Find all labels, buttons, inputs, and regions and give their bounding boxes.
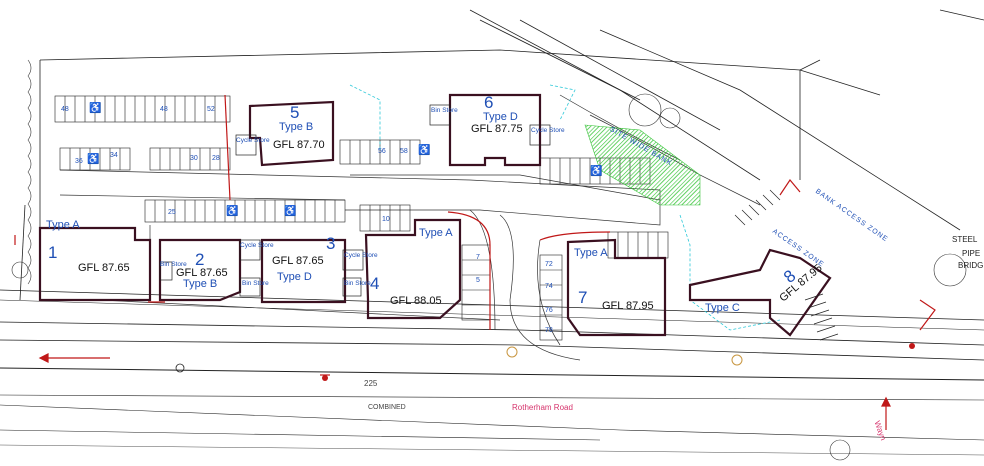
accessible-parking-icon: ♿ xyxy=(284,206,297,217)
accessible-parking-icon: ♿ xyxy=(418,145,431,156)
pipe-label: PIPE xyxy=(962,249,981,258)
plot-4-gfl: GFL 88.05 xyxy=(390,295,442,307)
bay-number: 48 xyxy=(61,106,69,113)
building-plot-6 xyxy=(448,93,542,167)
bin-store-label: Bin Store xyxy=(431,107,458,114)
building-plot-5 xyxy=(248,100,335,167)
bay-number: 10 xyxy=(382,216,390,223)
building-plot-7 xyxy=(566,238,667,337)
plot-5-type: Type B xyxy=(279,121,314,133)
plot-3-number: 3 xyxy=(326,234,336,253)
building-plot-1 xyxy=(38,226,152,302)
bay-number: 7 xyxy=(476,254,480,261)
building-plot-3 xyxy=(260,238,347,304)
building-plot-8 xyxy=(688,248,832,337)
accessible-parking-icon: ♿ xyxy=(87,154,100,165)
plot-1-gfl: GFL 87.65 xyxy=(78,262,130,274)
bay-number: 5 xyxy=(476,277,480,284)
road-name-label: Rotherham Road xyxy=(512,403,573,412)
bay-number: 30 xyxy=(190,155,198,162)
cycle-store-label: Cycle Store xyxy=(344,252,378,259)
tree-line xyxy=(11,59,967,461)
steel-label: STEEL xyxy=(952,235,978,244)
cycle-store-label: Cycle Store xyxy=(240,242,274,249)
accessible-parking-icon: ♿ xyxy=(590,166,603,177)
accessible-parking-icon: ♿ xyxy=(226,206,239,217)
embankment-ticks xyxy=(734,189,839,341)
building-footprints xyxy=(38,93,832,337)
bin-store-label: Bin Store xyxy=(242,280,269,287)
building-plot-2 xyxy=(158,238,242,302)
site-markers xyxy=(175,343,915,381)
plot-4-type: Type A xyxy=(419,227,453,239)
bay-number: 34 xyxy=(110,152,118,159)
accessible-parking-icon: ♿ xyxy=(89,103,102,114)
cyan-boundary xyxy=(349,84,781,331)
bay-number: 36 xyxy=(75,158,83,165)
cycle-store-label: Cycle Store xyxy=(236,137,270,144)
plot-7-number: 7 xyxy=(578,288,588,307)
cycle-store-label: Cycle Store xyxy=(531,127,565,134)
road-number-label: 225 xyxy=(364,379,378,388)
bay-number: 58 xyxy=(400,148,408,155)
plot-6-gfl: GFL 87.75 xyxy=(471,123,523,135)
bay-number: 76 xyxy=(545,307,553,314)
bay-number: 56 xyxy=(378,148,386,155)
building-plot-4 xyxy=(364,218,462,320)
bay-number: 28 xyxy=(212,155,220,162)
bay-number: 25 xyxy=(168,209,176,216)
plot-6-number: 6 xyxy=(484,93,494,112)
store-boxes xyxy=(159,104,551,297)
bridge-label: BRIDG xyxy=(958,261,984,270)
plot-7-gfl: GFL 87.95 xyxy=(602,300,654,312)
bay-number: 48 xyxy=(160,106,168,113)
plot-7-type: Type A xyxy=(574,247,608,259)
plot-8-type: Type C xyxy=(705,302,740,314)
plot-2-type: Type B xyxy=(183,278,218,290)
plot-1-number: 1 xyxy=(48,243,58,262)
bay-number: 52 xyxy=(207,106,215,113)
bay-number: 74 xyxy=(545,283,553,290)
plot-2-number: 2 xyxy=(195,250,205,269)
red-boundary xyxy=(14,94,936,331)
plot-3-type: Type D xyxy=(277,271,312,283)
plot-6-type: Type D xyxy=(483,111,518,123)
bay-number: 78 xyxy=(545,327,553,334)
bin-store-label: Bin Store xyxy=(344,280,371,287)
plot-3-gfl: GFL 87.65 xyxy=(272,255,324,267)
plot-2-gfl: GFL 87.65 xyxy=(176,267,228,279)
site-boundary xyxy=(0,9,984,456)
bin-store-label: Bin Store xyxy=(160,261,187,268)
plot-5-gfl: GFL 87.70 xyxy=(273,139,325,151)
bay-number: 72 xyxy=(545,261,553,268)
combined-label: COMBINED xyxy=(368,404,406,411)
road-arrows xyxy=(38,353,891,430)
plot-1-type: Type A xyxy=(46,219,80,231)
plot-5-number: 5 xyxy=(290,103,300,122)
green-bank-hatch xyxy=(584,124,701,206)
plot-4-number: 4 xyxy=(370,274,380,293)
